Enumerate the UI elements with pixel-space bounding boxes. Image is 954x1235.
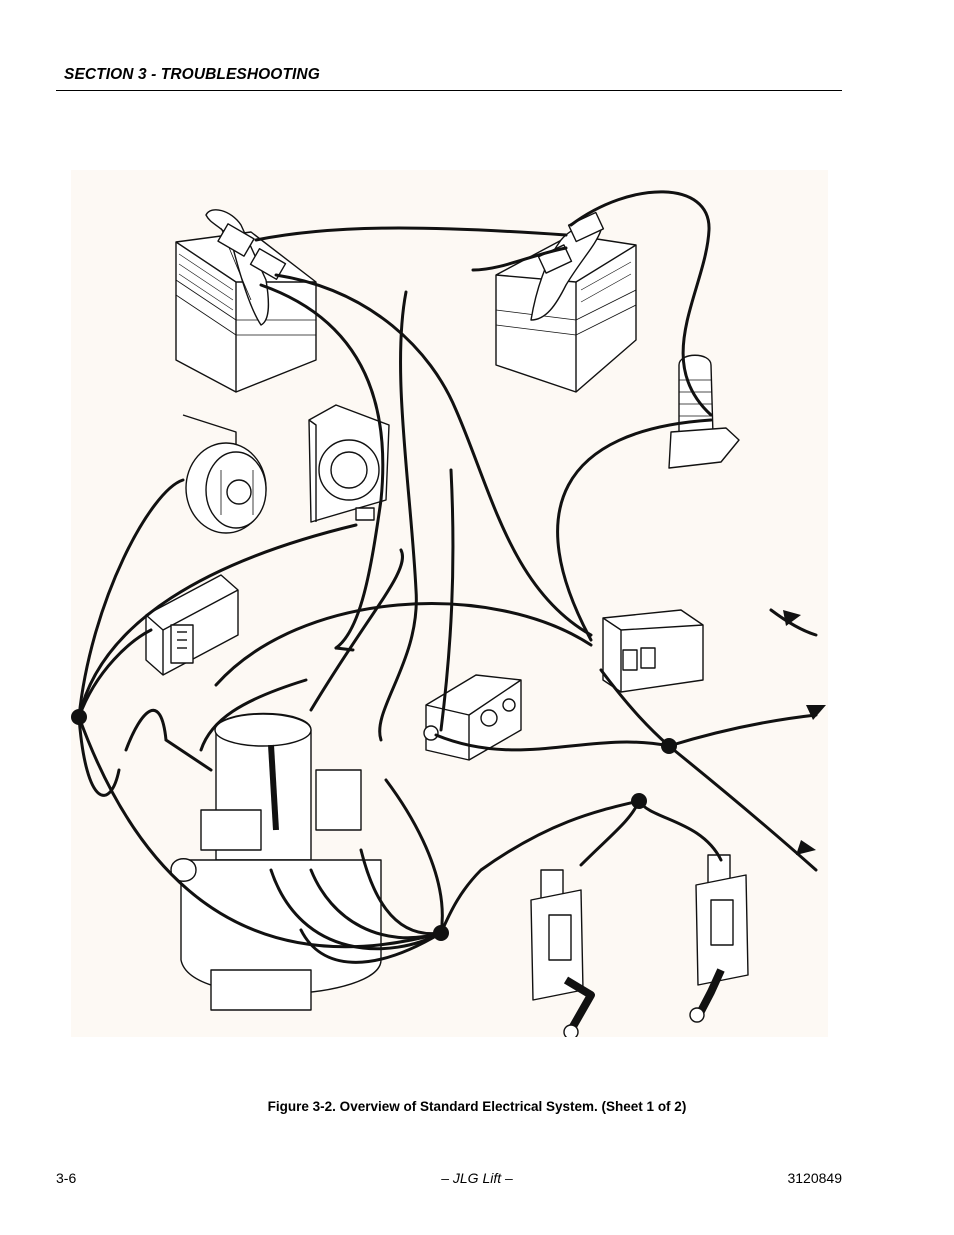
arrow-icon <box>783 610 826 855</box>
beacon-light-icon <box>668 354 740 469</box>
pump-motor-icon <box>170 712 382 1011</box>
battery-right-icon <box>495 211 637 393</box>
document-number: 3120849 <box>787 1170 842 1186</box>
footer-product: – JLG Lift – <box>441 1170 513 1186</box>
control-module-icon <box>145 574 239 676</box>
alarm-buzzer-icon <box>308 404 390 523</box>
relay-icon <box>602 609 704 693</box>
limit-switch-right-icon <box>689 854 749 1023</box>
figure-caption: Figure 3-2. Overview of Standard Electri… <box>267 1099 687 1114</box>
section-title: SECTION 3 - TROUBLESHOOTING <box>64 66 320 83</box>
horn-icon <box>182 414 267 534</box>
page-number: 3-6 <box>56 1170 77 1186</box>
section-header: SECTION 3 - TROUBLESHOOTING <box>56 64 842 91</box>
limit-switch-left-icon <box>530 869 595 1037</box>
electrical-system-illustration <box>71 170 828 1037</box>
battery-left-icon <box>175 209 317 393</box>
junction-dots <box>71 709 677 941</box>
